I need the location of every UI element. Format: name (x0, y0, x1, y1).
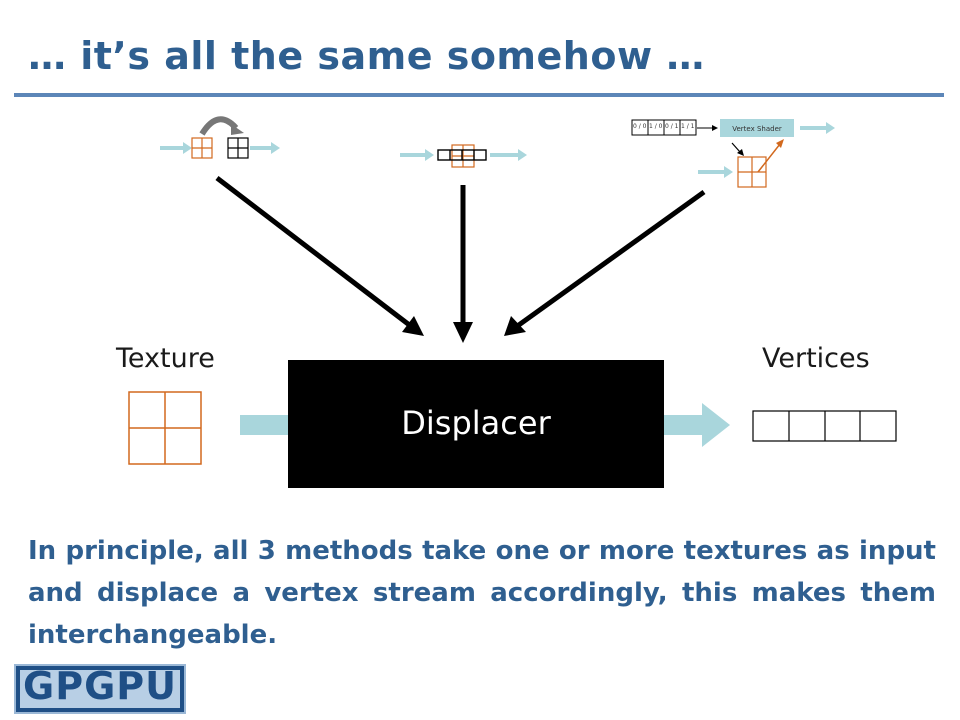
logo-background (20, 670, 180, 708)
method-vertex-texture-fetch-icon (631, 119, 835, 188)
vertex-stream (752, 410, 897, 442)
method-copy-icon (160, 116, 280, 159)
vertices-label: Vertices (762, 343, 870, 374)
slide-title: … it’s all the same somehow … (28, 34, 705, 78)
texcoord-cell: 1 / 0 (649, 123, 663, 130)
convergence-arrows (215, 176, 706, 343)
logo-text: GPGPU (16, 664, 184, 708)
texcoord-cell: 1 / 1 (681, 123, 695, 130)
logo-text-part1: GP (23, 664, 85, 708)
method-render-to-vertex-icon (400, 144, 527, 168)
gpgpu-logo: GPGPU (14, 664, 186, 714)
texture-grid (128, 391, 202, 465)
logo-text-part2: GPU (84, 664, 177, 708)
texcoord-cell: 0 / 0 (633, 123, 647, 130)
vertex-shader-label: Vertex Shader (732, 125, 782, 133)
texcoord-cell: 0 / 1 (665, 123, 679, 130)
title-divider (14, 93, 944, 97)
texture-label: Texture (116, 343, 215, 374)
displacer-label: Displacer (401, 404, 551, 442)
body-paragraph: In principle, all 3 methods take one or … (28, 536, 936, 650)
displacer-box (288, 360, 664, 488)
